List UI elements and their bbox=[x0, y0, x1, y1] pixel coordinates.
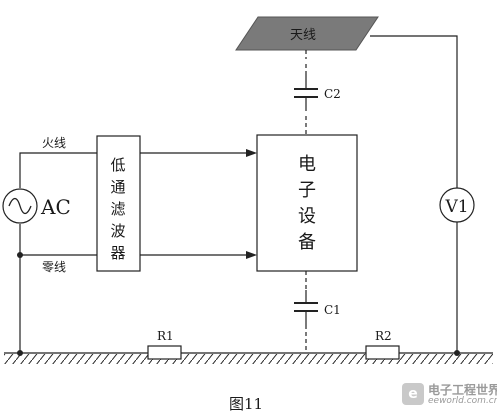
antenna-plate: 天线 bbox=[235, 16, 379, 51]
resistor-r1 bbox=[147, 345, 182, 360]
capacitor-c2 bbox=[294, 50, 318, 135]
capacitor-c2-label: C2 bbox=[324, 87, 341, 101]
filter-to-device-arrows bbox=[140, 149, 257, 259]
watermark-logo-icon: e bbox=[402, 383, 424, 405]
voltmeter-v1: V1 bbox=[439, 187, 475, 223]
electronic-device: 电 子 设 备 bbox=[256, 134, 358, 272]
capacitor-c1-label: C1 bbox=[324, 303, 341, 317]
filter-label-line-5: 器 bbox=[110, 244, 125, 262]
live-wire-label: 火线 bbox=[42, 136, 66, 150]
device-label-line-3: 设 bbox=[298, 206, 316, 227]
ground-bar bbox=[4, 352, 493, 364]
figure-caption: 图11 bbox=[229, 395, 263, 413]
ground-junction-dot-left bbox=[17, 350, 23, 356]
watermark: e 电子工程世界 eeworld.com.cn bbox=[402, 381, 497, 411]
filter-label-line-2: 通 bbox=[110, 178, 125, 196]
neutral-wire-label: 零线 bbox=[42, 260, 66, 274]
low-pass-filter: 低 通 滤 波 器 bbox=[96, 135, 141, 272]
voltmeter-label: V1 bbox=[444, 197, 468, 217]
ac-source-symbol bbox=[2, 188, 38, 224]
resistor-r2 bbox=[365, 345, 400, 360]
resistor-r2-label: R2 bbox=[375, 329, 392, 343]
antenna-label: 天线 bbox=[290, 28, 316, 43]
device-label-line-2: 子 bbox=[298, 180, 316, 201]
device-label-line-4: 备 bbox=[298, 232, 316, 253]
ac-source-label: AC bbox=[40, 195, 71, 219]
filter-label-line-3: 滤 bbox=[110, 200, 125, 218]
antenna-to-voltmeter-wire bbox=[370, 35, 458, 353]
capacitor-c1 bbox=[294, 271, 318, 353]
watermark-title: 电子工程世界 bbox=[428, 383, 497, 397]
watermark-site: eeworld.com.cn bbox=[428, 396, 497, 406]
filter-label-line-4: 波 bbox=[110, 222, 125, 240]
device-label-line-1: 电 bbox=[298, 154, 316, 175]
ac-source-wiring bbox=[19, 152, 97, 353]
filter-label-line-1: 低 bbox=[110, 156, 125, 174]
ground-junction-dot-right bbox=[454, 350, 460, 356]
resistor-r1-label: R1 bbox=[157, 329, 174, 343]
neutral-junction-dot bbox=[17, 252, 23, 258]
